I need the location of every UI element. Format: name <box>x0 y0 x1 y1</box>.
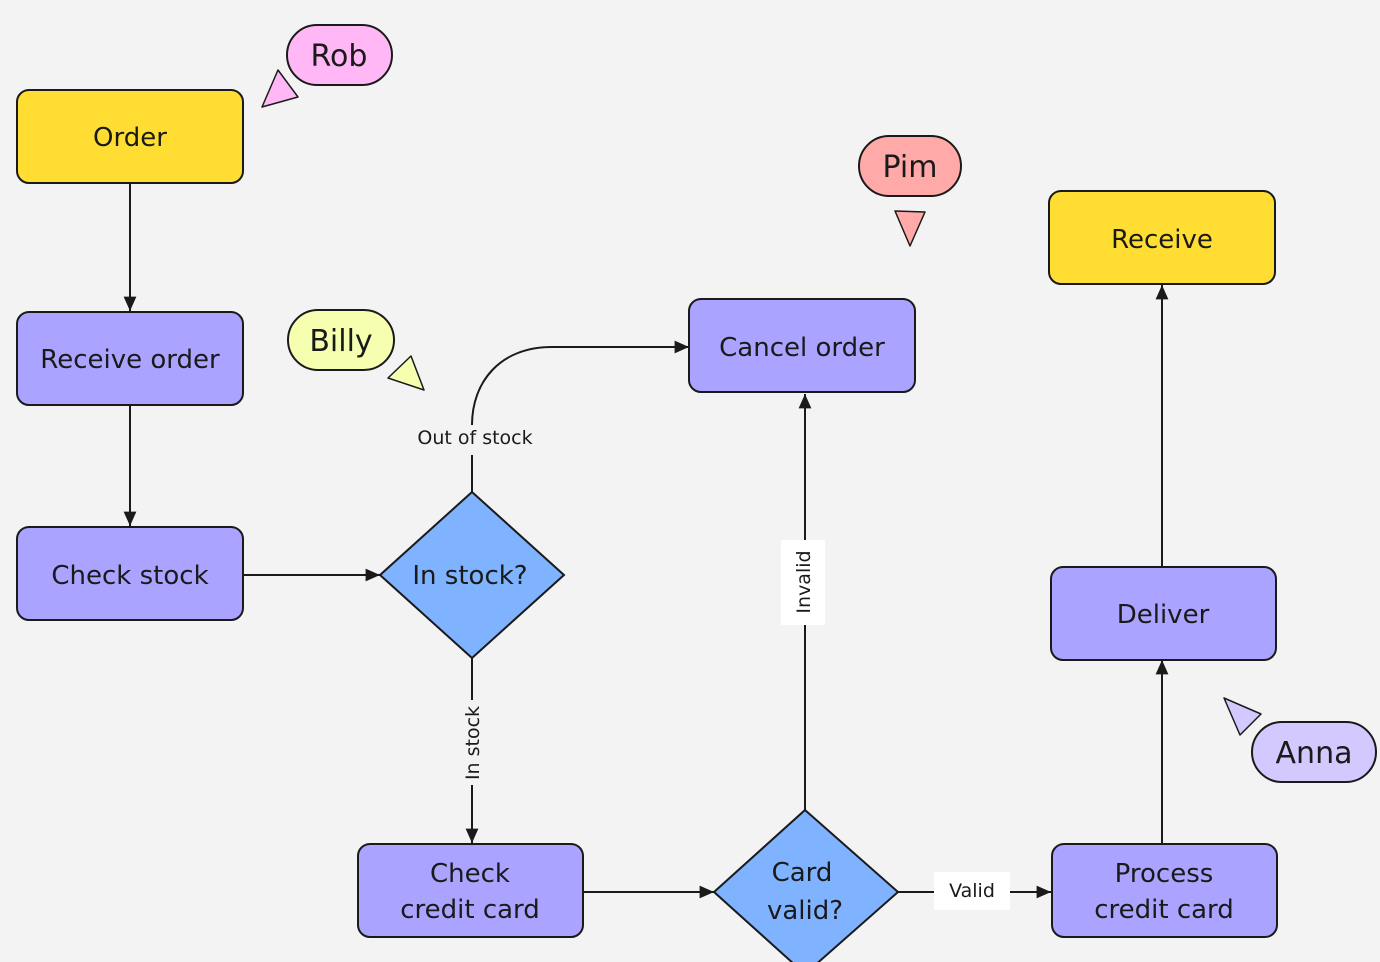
node-cancel-order-label: Cancel order <box>719 333 885 363</box>
cursor-arrow-icon <box>894 210 926 247</box>
node-card-valid-decision-line1: Card <box>772 858 833 888</box>
node-in-stock-decision[interactable]: In stock? <box>378 490 566 660</box>
collaborator-cursor-anna: Anna <box>1223 697 1377 783</box>
node-deliver[interactable]: Deliver <box>1050 566 1277 661</box>
edge-labels: Out of stock In stock Invalid Valid <box>412 425 1010 910</box>
collaborator-name-anna: Anna <box>1276 736 1353 771</box>
node-process-credit-card-line1: Process <box>1115 859 1214 889</box>
node-order-label: Order <box>93 123 167 153</box>
node-cancel-order[interactable]: Cancel order <box>688 298 916 393</box>
cursor-arrow-icon <box>1223 697 1262 736</box>
collaborator-cursor-pim: Pim <box>858 135 962 247</box>
collaborator-name-pim: Pim <box>883 150 938 185</box>
node-check-credit-card-line2: credit card <box>400 895 540 925</box>
node-receive[interactable]: Receive <box>1048 190 1276 285</box>
node-order[interactable]: Order <box>16 89 244 184</box>
node-in-stock-decision-label: In stock? <box>412 561 527 591</box>
node-receive-label: Receive <box>1111 225 1213 255</box>
node-check-stock[interactable]: Check stock <box>16 526 244 621</box>
cursor-arrow-icon <box>387 355 425 391</box>
node-card-valid-decision[interactable]: Card valid? <box>712 808 900 962</box>
edge-label-out-of-stock: Out of stock <box>417 427 532 449</box>
collaborator-cursor-billy: Billy <box>287 309 425 391</box>
node-process-credit-card-line2: credit card <box>1094 895 1234 925</box>
node-receive-order-label: Receive order <box>40 345 220 375</box>
collaborator-name-rob: Rob <box>311 39 368 74</box>
edge-label-in-stock: In stock <box>462 706 484 780</box>
collaborator-name-billy: Billy <box>309 324 372 359</box>
node-check-credit-card[interactable]: Check credit card <box>357 843 584 938</box>
connector-in-stock-to-cancel-order[interactable] <box>471 347 689 492</box>
node-check-stock-label: Check stock <box>51 561 208 591</box>
cursor-arrow-icon <box>261 69 299 108</box>
node-check-credit-card-line1: Check <box>430 859 510 889</box>
node-card-valid-decision-line2: valid? <box>767 896 843 926</box>
edge-label-valid: Valid <box>949 880 995 902</box>
node-deliver-label: Deliver <box>1117 600 1210 630</box>
connectors <box>123 183 1169 892</box>
collaborator-cursor-rob: Rob <box>261 24 393 108</box>
node-receive-order[interactable]: Receive order <box>16 311 244 406</box>
edge-label-invalid: Invalid <box>793 550 815 613</box>
node-process-credit-card[interactable]: Process credit card <box>1051 843 1278 938</box>
